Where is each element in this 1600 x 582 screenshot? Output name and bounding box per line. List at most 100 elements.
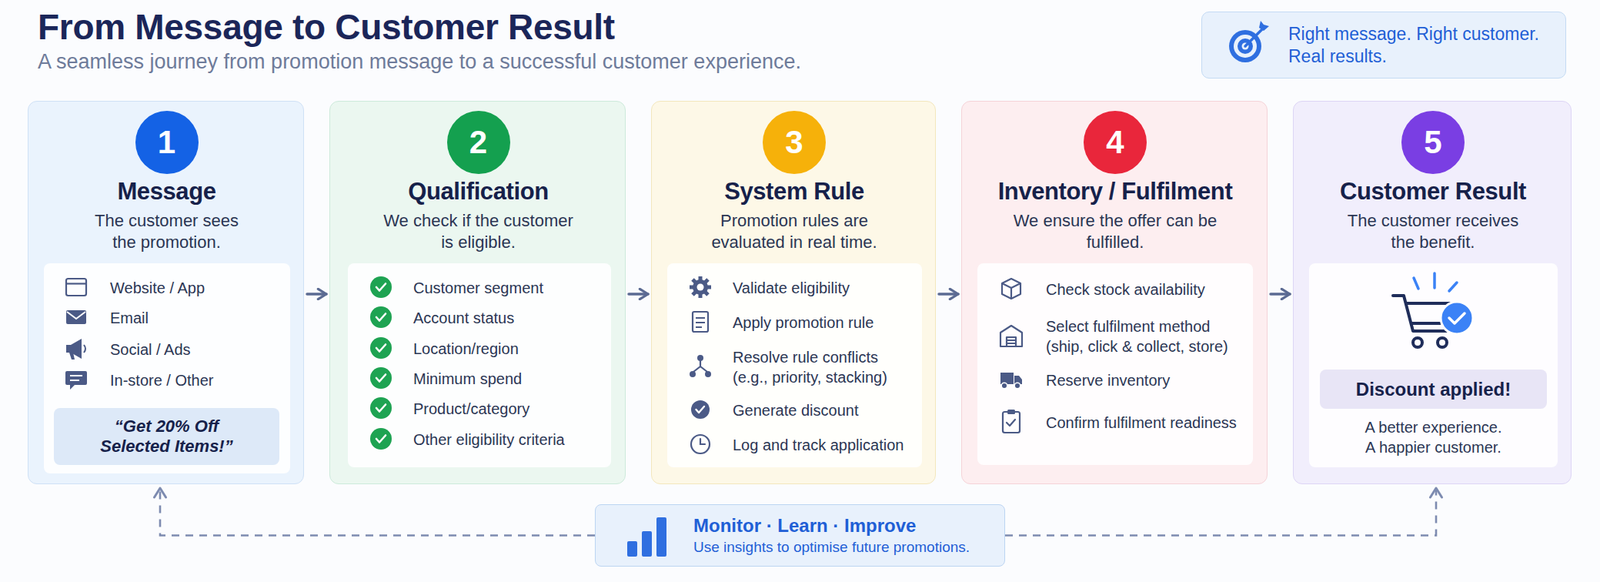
list-item: Website / App xyxy=(110,277,280,298)
result-card: A better experience. A happier customer.… xyxy=(1309,263,1558,468)
list-item: Resolve rule conflicts (e.g., priority, … xyxy=(732,347,912,388)
bar-chart-icon xyxy=(627,517,667,557)
step-number-circle: 2 xyxy=(447,110,511,174)
list-item: Reserve inventory xyxy=(1045,370,1245,391)
check-icon-part xyxy=(370,306,392,328)
cart-illustration-part-part xyxy=(1392,295,1447,331)
website-icon-part xyxy=(66,278,87,296)
email-icon xyxy=(66,310,87,325)
step-number: 1 xyxy=(135,110,199,174)
clipboard-icon-part xyxy=(1002,411,1020,433)
check-icon-part xyxy=(370,276,392,298)
stage-panel: MessageThe customer sees the promotion.1… xyxy=(27,100,304,485)
gear-icon xyxy=(689,276,712,298)
stage-panel: Inventory / Fulfilment We ensure the offe… xyxy=(961,100,1268,485)
feedback-loop-arrow xyxy=(1005,487,1437,536)
package-icon xyxy=(1002,278,1021,299)
branch-icon-part xyxy=(697,354,704,361)
package-icon-part xyxy=(1002,278,1021,299)
check-badge-icon-part xyxy=(696,406,705,413)
diagram-title: From Message to Customer Result xyxy=(37,6,731,48)
target-icon-part xyxy=(1237,38,1253,54)
bar-chart-icon-part xyxy=(627,541,638,557)
check-icon xyxy=(370,276,392,450)
feedback-heading: Monitor · Learn · Improve xyxy=(693,514,1002,538)
result-note: A better experience. A happier customer. xyxy=(1359,417,1508,458)
clock-icon xyxy=(691,434,710,454)
check-icon-part xyxy=(370,337,392,359)
step-number-circle: 4 xyxy=(1083,110,1147,174)
promo-quote-box: “Get 20% Off Selected Items!” xyxy=(53,407,280,465)
clock-icon-part xyxy=(691,434,710,454)
target-icon xyxy=(1229,20,1270,63)
branch-icon-part xyxy=(704,370,712,378)
email-icon-part xyxy=(66,311,86,319)
stage-description: Promotion rules are evaluated in real ti… xyxy=(708,210,882,254)
megaphone-icon xyxy=(66,338,86,360)
check-icon-part xyxy=(376,374,386,382)
list-item: Customer segment xyxy=(413,277,598,298)
tagline-callout: Right message. Right customer. Real resu… xyxy=(1201,11,1567,79)
megaphone-icon-part xyxy=(69,352,75,360)
flow-arrow xyxy=(628,292,649,296)
chat-icon-part xyxy=(70,379,80,381)
stage-panel: System RulePromotion rules are evaluated… xyxy=(651,100,936,485)
cart-illustration-part xyxy=(1449,313,1465,324)
list-item: Log and track application xyxy=(732,434,912,455)
chat-icon-part xyxy=(65,370,87,390)
list-item: Minimum spend xyxy=(413,368,598,389)
check-icon-part xyxy=(370,427,392,450)
gear-icon-part xyxy=(692,279,709,295)
cart-illustration-part xyxy=(1413,273,1457,291)
cart-illustration-part xyxy=(1440,301,1474,335)
step-number-circle: 5 xyxy=(1401,110,1465,174)
stage-heading: System Rule xyxy=(651,177,937,206)
list-item: Check stock availability xyxy=(1045,279,1245,300)
target-icon-part xyxy=(1242,43,1250,51)
stage-description: We ensure the offer can be fulfilled. xyxy=(1005,210,1226,254)
document-icon xyxy=(692,311,709,332)
feedback-loop-arrow xyxy=(160,487,595,536)
detail-card: Validate eligibilityApply promotion rule… xyxy=(667,263,922,468)
chat-icon-part xyxy=(70,374,83,377)
check-icon-part xyxy=(370,367,392,389)
warehouse-icon xyxy=(1000,325,1023,347)
step-number: 3 xyxy=(762,110,826,174)
check-icon-part xyxy=(376,283,386,291)
target-icon-part xyxy=(1245,29,1263,47)
list-item: Confirm fulfilment readiness xyxy=(1045,412,1245,433)
list-item: Email xyxy=(110,307,280,328)
step-number-circle: 3 xyxy=(762,110,826,174)
bar-chart-icon-part xyxy=(641,531,652,557)
feedback-box: Monitor · Learn · ImproveUse insights to… xyxy=(594,504,1006,567)
detail-card: Customer segmentAccount statusLocation/r… xyxy=(347,263,612,468)
list-item: Location/region xyxy=(413,338,598,359)
tagline-text: Right message. Right customer. Real resu… xyxy=(1288,23,1554,68)
warehouse-icon-part xyxy=(1006,340,1016,344)
check-icon-part xyxy=(376,404,386,412)
stage-description: The customer receives the benefit. xyxy=(1339,210,1528,254)
clipboard-icon-part xyxy=(1006,419,1016,426)
list-item: In-store / Other xyxy=(110,370,280,391)
feedback-note: Use insights to optimise future promotio… xyxy=(693,537,1002,557)
list-item: Other eligibility criteria xyxy=(413,429,598,450)
stage-heading: Inventory / Fulfilment xyxy=(962,177,1269,206)
detail-card: Website / AppEmailSocial / AdsIn-store /… xyxy=(43,263,291,474)
document-icon-part xyxy=(695,317,705,328)
branch-icon-part xyxy=(693,360,708,372)
gear-icon-part xyxy=(697,283,705,291)
truck-icon-part xyxy=(1014,382,1021,389)
flow-arrow xyxy=(1270,292,1290,296)
subtitle-text: A seamless journey from promotion messag… xyxy=(37,49,1039,74)
check-icon-part xyxy=(376,344,386,352)
cart-illustration-part xyxy=(1392,295,1450,348)
website-icon xyxy=(66,278,87,296)
target-icon-part xyxy=(1229,30,1262,63)
target-icon-part xyxy=(1259,20,1270,31)
truck-icon-part xyxy=(1000,372,1023,385)
list-item: Product/category xyxy=(413,398,598,419)
list-item: Select fulfilment method (ship, click & … xyxy=(1045,316,1245,357)
target-icon-part xyxy=(1233,34,1257,58)
megaphone-icon-part xyxy=(83,344,86,353)
